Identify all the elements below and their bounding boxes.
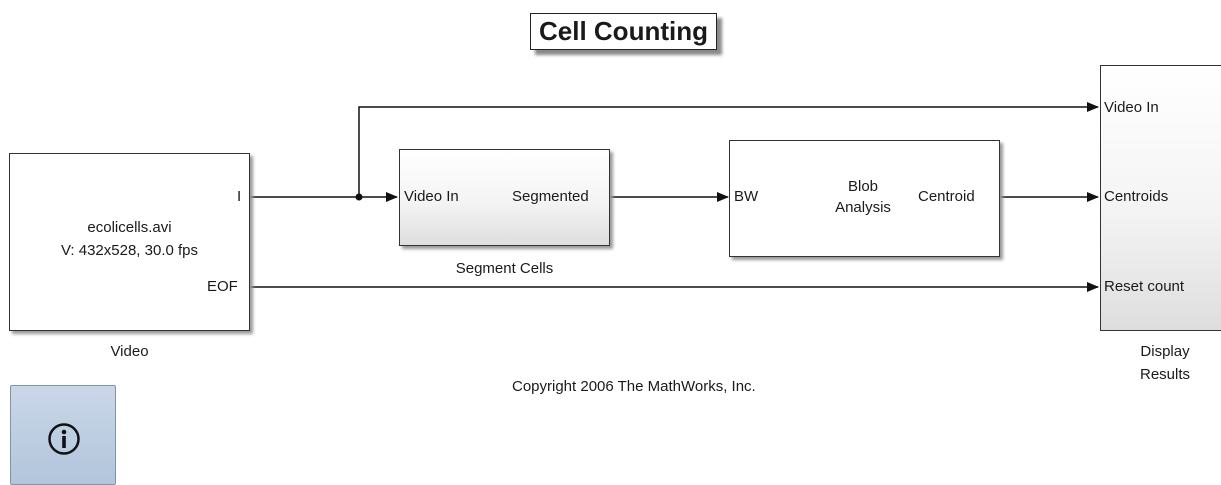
blob-analysis-block[interactable] [729, 140, 1000, 257]
video-block-label: Video [110, 343, 149, 360]
segment-cells-label: Segment Cells [455, 260, 554, 277]
video-file-name: ecolicells.avi [87, 219, 172, 236]
segment-port-segmented: Segmented [512, 188, 589, 205]
video-block[interactable] [9, 153, 250, 331]
branch-point [355, 193, 363, 201]
copyright-note: Copyright 2006 The MathWorks, Inc. [512, 378, 756, 395]
segment-cells-block[interactable] [399, 149, 610, 246]
blob-port-centroid: Centroid [918, 188, 975, 205]
display-port-video-in: Video In [1104, 99, 1159, 116]
blob-name-line2: Analysis [835, 199, 891, 216]
display-port-centroids: Centroids [1104, 188, 1169, 205]
video-port-i: I [237, 188, 242, 205]
display-port-reset-count: Reset count [1104, 278, 1185, 295]
diagram-title[interactable]: Cell Counting [530, 13, 717, 50]
display-label-line1: Display [1140, 343, 1190, 360]
display-results-block[interactable] [1100, 65, 1221, 331]
segment-port-video-in: Video In [404, 188, 459, 205]
video-port-eof: EOF [207, 278, 238, 295]
video-format-info: V: 432x528, 30.0 fps [60, 242, 199, 259]
wire-branch-to-display[interactable] [358, 102, 1099, 197]
blob-port-bw: BW [734, 188, 759, 205]
info-button[interactable] [10, 385, 116, 485]
display-label-line2: Results [1139, 366, 1191, 383]
info-circle-icon [48, 423, 80, 455]
blob-name-line1: Blob [847, 178, 879, 195]
